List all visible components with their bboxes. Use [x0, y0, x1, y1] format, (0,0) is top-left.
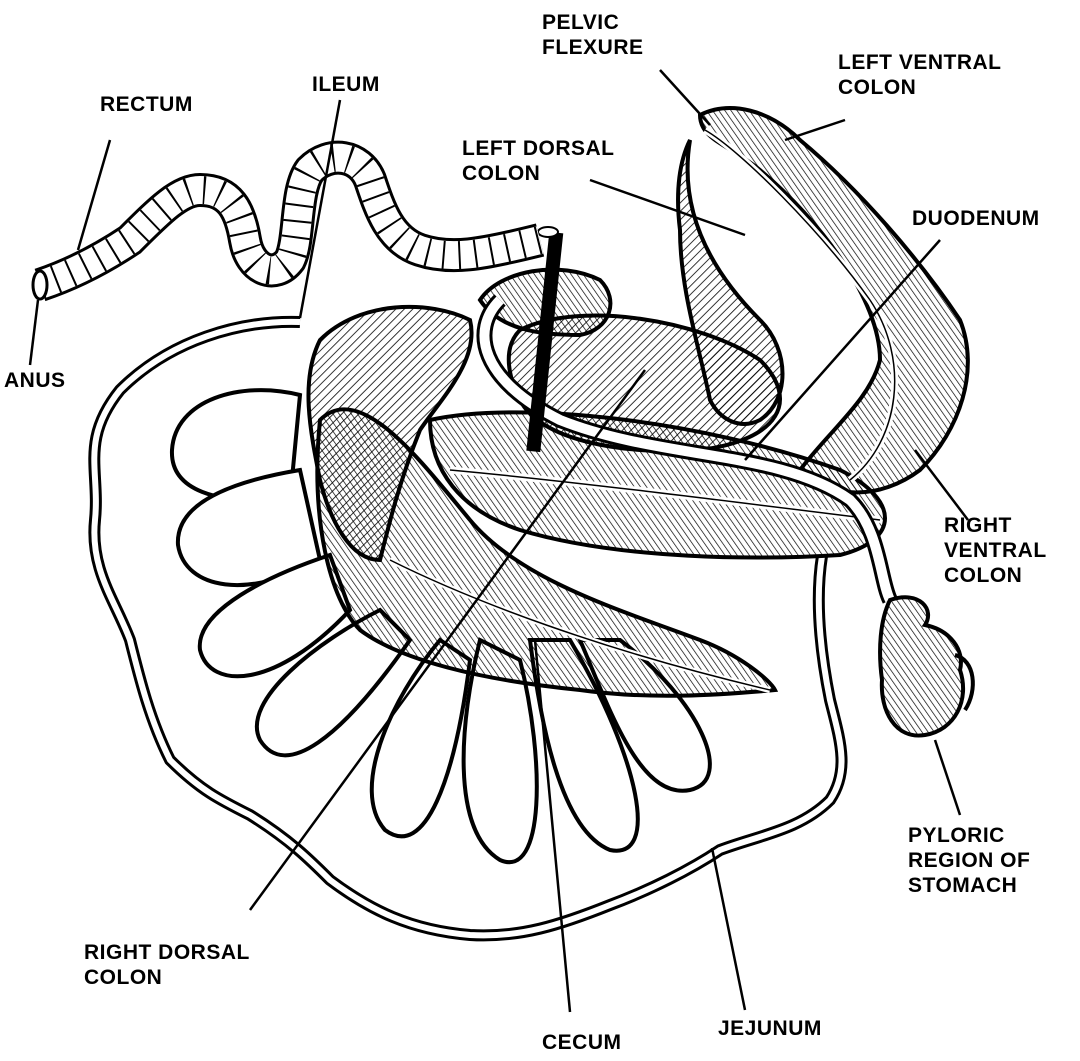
- label-right-dorsal-colon-line2: COLON: [84, 965, 250, 990]
- label-anus: ANUS: [4, 368, 66, 393]
- label-pyloric-line2: REGION OF: [908, 848, 1030, 873]
- leader-left-dorsal-colon: [590, 180, 745, 235]
- label-duodenum-text: DUODENUM: [912, 206, 1040, 231]
- leader-pyloric: [935, 740, 960, 815]
- label-left-ventral-colon: LEFT VENTRAL COLON: [838, 50, 1002, 100]
- label-right-ventral-colon-line2: VENTRAL: [944, 538, 1047, 563]
- leader-left-ventral-colon: [785, 120, 845, 140]
- pyloric-region: [880, 597, 973, 735]
- label-left-ventral-colon-line2: COLON: [838, 75, 1002, 100]
- label-rectum-text: RECTUM: [100, 92, 193, 117]
- label-right-ventral-colon-line3: COLON: [944, 563, 1047, 588]
- label-pyloric-line3: STOMACH: [908, 873, 1030, 898]
- label-pelvic-flexure: PELVIC FLEXURE: [542, 10, 644, 60]
- leader-pelvic-flexure: [660, 70, 710, 125]
- label-pyloric-region: PYLORIC REGION OF STOMACH: [908, 823, 1030, 898]
- label-pelvic-flexure-line1: PELVIC: [542, 10, 644, 35]
- label-cecum-text: CECUM: [542, 1030, 622, 1055]
- label-left-ventral-colon-line1: LEFT VENTRAL: [838, 50, 1002, 75]
- label-ileum: ILEUM: [312, 72, 380, 97]
- label-right-ventral-colon-line1: RIGHT: [944, 513, 1047, 538]
- leader-right-ventral-colon: [915, 450, 968, 520]
- label-jejunum: JEJUNUM: [718, 1016, 822, 1041]
- label-left-dorsal-colon: LEFT DORSAL COLON: [462, 136, 615, 186]
- label-ileum-text: ILEUM: [312, 72, 380, 97]
- label-jejunum-text: JEJUNUM: [718, 1016, 822, 1041]
- leader-rectum: [78, 140, 110, 250]
- label-left-dorsal-colon-line1: LEFT DORSAL: [462, 136, 615, 161]
- label-duodenum: DUODENUM: [912, 206, 1040, 231]
- leader-anus: [30, 300, 38, 365]
- label-pyloric-line1: PYLORIC: [908, 823, 1030, 848]
- label-cecum: CECUM: [542, 1030, 622, 1055]
- label-left-dorsal-colon-line2: COLON: [462, 161, 615, 186]
- label-right-ventral-colon: RIGHT VENTRAL COLON: [944, 513, 1047, 588]
- label-right-dorsal-colon-line1: RIGHT DORSAL: [84, 940, 250, 965]
- label-right-dorsal-colon: RIGHT DORSAL COLON: [84, 940, 250, 990]
- leader-jejunum: [712, 848, 745, 1010]
- label-pelvic-flexure-line2: FLEXURE: [542, 35, 644, 60]
- label-rectum: RECTUM: [100, 92, 193, 117]
- label-anus-text: ANUS: [4, 368, 66, 393]
